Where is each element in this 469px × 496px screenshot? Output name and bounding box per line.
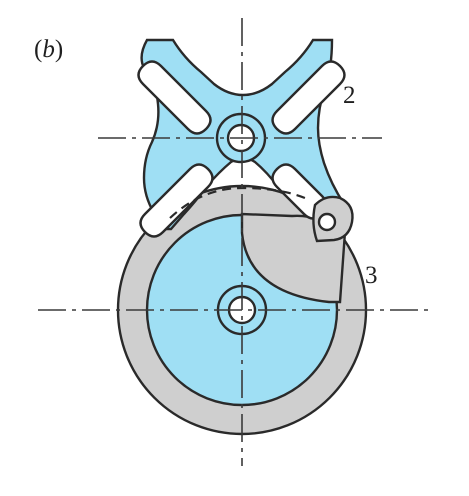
panel-close-paren: ): [54, 36, 64, 63]
crank-pin: [317, 212, 337, 232]
centerlines: [38, 18, 430, 466]
crank-pin-assembly: [312, 195, 354, 243]
star-slot-bottom-left: [139, 163, 214, 238]
part-3-label: 3: [365, 262, 378, 289]
locking-arc-dashed: [169, 186, 306, 219]
part-2-label: 2: [343, 82, 356, 109]
panel-open-paren: (: [34, 36, 43, 63]
panel-letter: b: [42, 36, 55, 63]
panel-label: (b): [34, 37, 63, 62]
star-slot-top-left: [137, 60, 212, 135]
driven-star-wheel: [137, 38, 346, 238]
star-slot-top-right: [271, 60, 346, 135]
